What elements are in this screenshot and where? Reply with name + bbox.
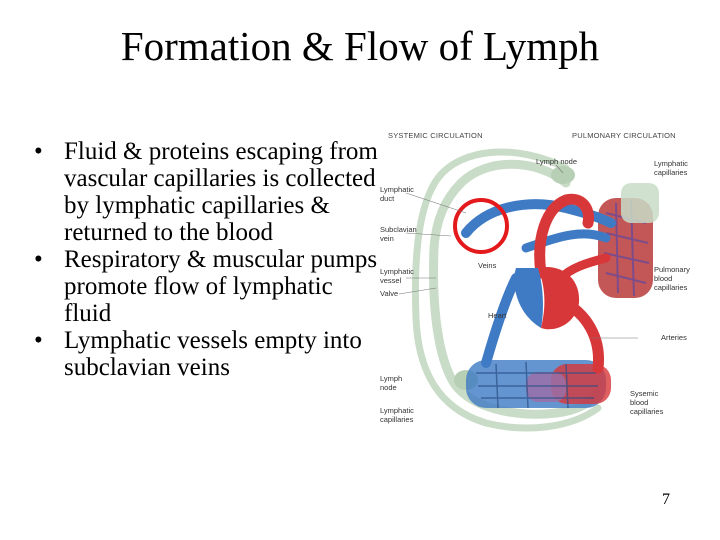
bullet-list: • Fluid & proteins escaping from vascula… — [34, 138, 379, 381]
label-lymph-node-bottom-2: node — [380, 383, 397, 392]
label-veins: Veins — [478, 261, 497, 270]
inferior-vein — [481, 273, 521, 368]
bullet-marker: • — [34, 246, 43, 273]
label-systemic-blood-1: Sysemic — [630, 389, 659, 398]
label-lymphatic-capillaries-bottom-1: Lymphatic — [380, 406, 414, 415]
systemic-capillary-mix — [526, 372, 566, 402]
label-lymphatic-capillaries-top-1: Lymphatic — [654, 159, 688, 168]
lymphatic-vessel-outer — [411, 148, 602, 432]
bullet-marker: • — [34, 138, 43, 165]
label-systemic-blood-2: blood — [630, 398, 648, 407]
lymph-circulation-diagram: SYSTEMIC CIRCULATION PULMONARY CIRCULATI… — [380, 131, 690, 432]
heart-right-side — [514, 268, 543, 328]
pulmonary-circulation-header: PULMONARY CIRCULATION — [572, 131, 676, 140]
slide-title: Formation & Flow of Lymph — [120, 23, 600, 69]
page-number: 7 — [662, 491, 670, 508]
lymphatic-vessel-loop — [429, 159, 601, 419]
label-lymphatic-vessel-1: Lymphatic — [380, 267, 414, 276]
label-lymphatic-capillaries-bottom-2: capillaries — [380, 415, 414, 424]
bullet-item: • Lymphatic vessels empty into subclavia… — [34, 327, 379, 381]
bullet-item: • Respiratory & muscular pumps promote f… — [34, 246, 379, 327]
systemic-circulation-header: SYSTEMIC CIRCULATION — [388, 131, 483, 140]
bullet-text: Fluid & proteins escaping from vascular … — [64, 138, 378, 246]
label-lymphatic-duct-1: Lymphatic — [380, 185, 414, 194]
label-lymphatic-vessel-2: vessel — [380, 276, 402, 285]
systemic-capillary-mesh — [476, 361, 598, 409]
bullet-marker: • — [34, 327, 43, 354]
label-pulmonary-blood-3: capillaries — [654, 283, 688, 292]
label-lymphatic-capillaries-top-2: capillaries — [654, 168, 688, 177]
label-lymph-node-bottom-1: Lymph — [380, 374, 402, 383]
label-valve: Valve — [380, 289, 398, 298]
aorta-arch — [534, 193, 595, 279]
label-pulmonary-blood-1: Pulmonary — [654, 265, 690, 274]
label-pulmonary-blood-2: blood — [654, 274, 672, 283]
leader-lines — [398, 164, 638, 339]
bullet-text: Respiratory & muscular pumps promote flo… — [64, 246, 378, 327]
label-arteries: Arteries — [661, 333, 687, 342]
pulmonary-lymph-bed — [621, 183, 659, 223]
label-heart: Heart — [488, 311, 507, 320]
subclavian-highlight-circle — [453, 198, 509, 254]
label-systemic-blood-3: capillaries — [630, 407, 664, 416]
label-lymph-node-top: Lymph node — [536, 157, 577, 166]
label-subclavian-vein-1: Subclavian — [380, 225, 417, 234]
bullet-item: • Fluid & proteins escaping from vascula… — [34, 138, 379, 246]
heart-left-side — [538, 267, 580, 330]
lymph-node-top — [551, 166, 575, 184]
label-subclavian-vein-2: vein — [380, 234, 394, 243]
label-lymphatic-duct-2: duct — [380, 194, 395, 203]
bullet-text: Lymphatic vessels empty into subclavian … — [64, 327, 362, 381]
